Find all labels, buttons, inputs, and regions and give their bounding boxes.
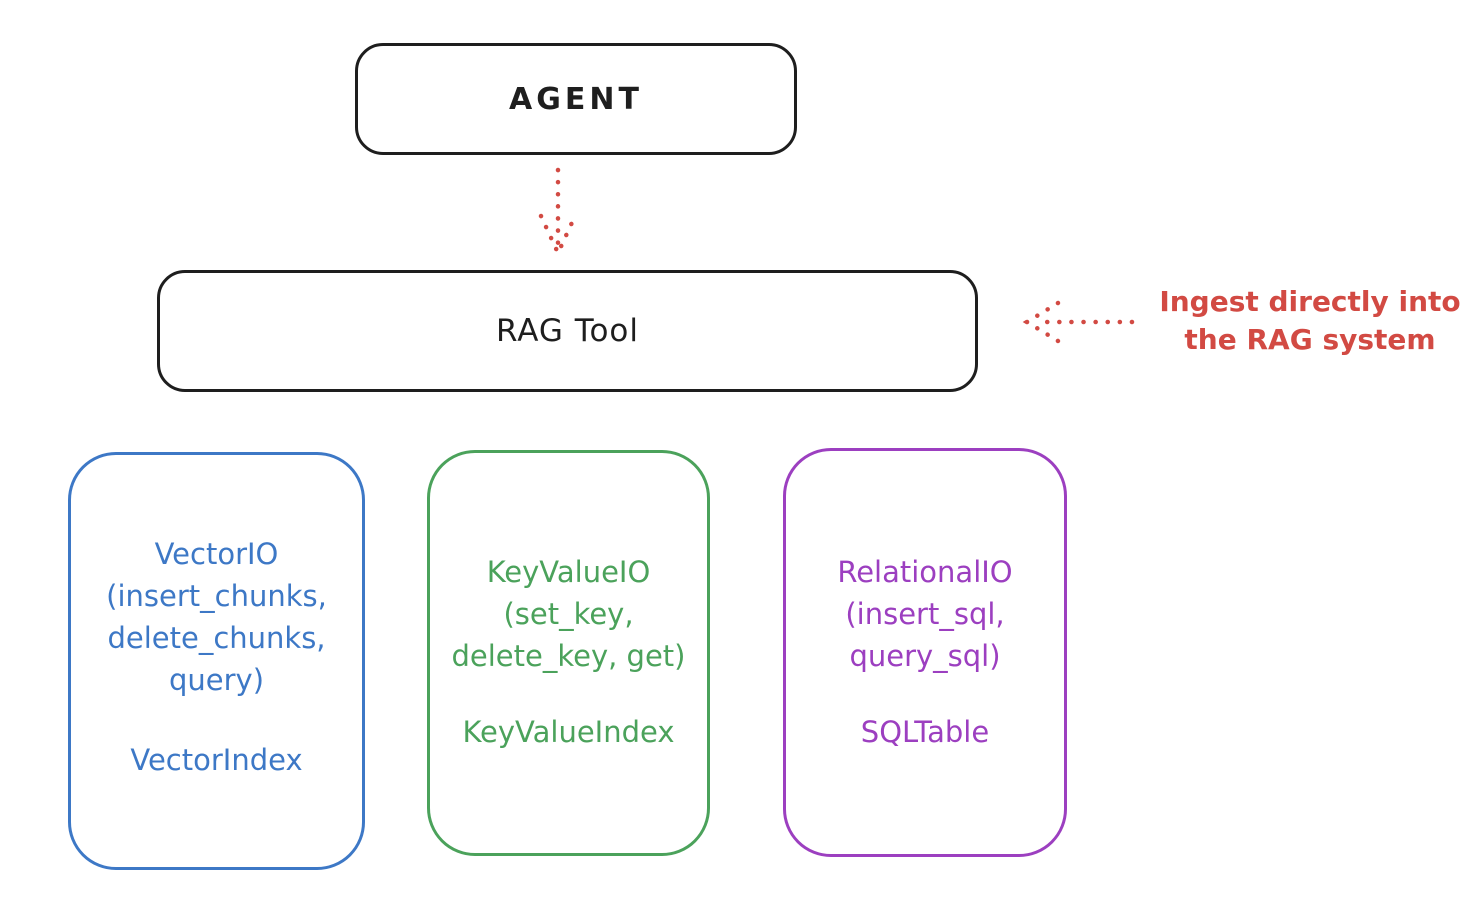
- ingest-annotation: Ingest directly into the RAG system: [1159, 285, 1461, 356]
- rag-tool-label: RAG Tool: [495, 313, 640, 349]
- relational-io-body: RelationalIO (insert_sql, query_sql): [837, 555, 1013, 673]
- relational-io-footer: SQLTable: [860, 715, 990, 749]
- relational-io-node: RelationalIO (insert_sql, query_sql) SQL…: [783, 448, 1067, 857]
- agent-label: AGENT: [509, 81, 643, 117]
- vector-io-footer: VectorIndex: [130, 743, 303, 777]
- keyvalue-io-body: KeyValueIO (set_key, delete_key, get): [451, 555, 686, 673]
- keyvalue-io-footer: KeyValueIndex: [462, 715, 675, 749]
- agent-to-rag-arrow: [538, 167, 578, 259]
- agent-node: AGENT: [355, 43, 797, 155]
- rag-tool-node: RAG Tool: [157, 270, 978, 392]
- keyvalue-io-node: KeyValueIO (set_key, delete_key, get) Ke…: [427, 450, 710, 856]
- vector-io-node: VectorIO (insert_chunks, delete_chunks, …: [68, 452, 365, 870]
- vector-io-body: VectorIO (insert_chunks, delete_chunks, …: [106, 537, 327, 697]
- ingest-arrow: [1022, 300, 1135, 344]
